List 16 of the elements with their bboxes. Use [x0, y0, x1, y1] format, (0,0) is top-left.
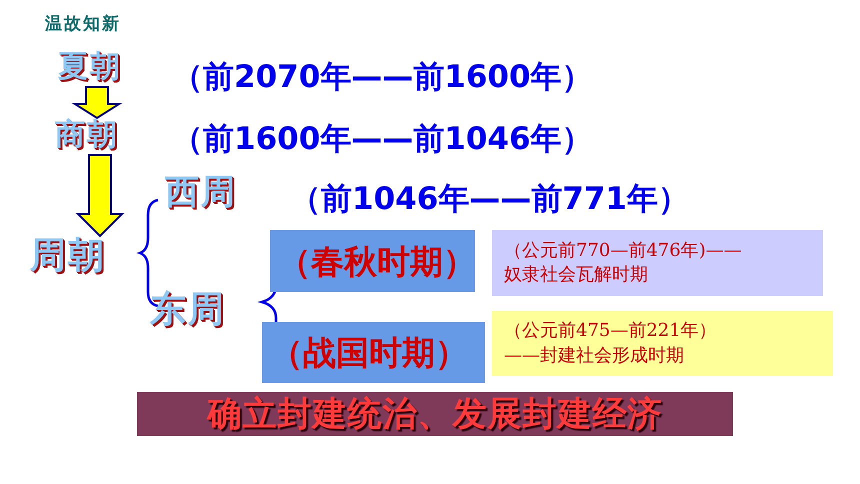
- title: 温故知新: [45, 13, 121, 35]
- dynasty-label: 西周: [165, 175, 265, 213]
- dynasty-label: 夏朝: [58, 52, 150, 86]
- dynasty-label: 商朝: [55, 120, 143, 154]
- block-arrow: [72, 86, 122, 120]
- period-box: （春秋时期）: [270, 230, 475, 292]
- info-box: （公元前475—前221年） ——封建社会形成时期: [492, 311, 833, 376]
- dynasty-label: 周朝: [30, 238, 138, 276]
- dynasty-label: 东周: [150, 292, 258, 332]
- date-range: （前2070年——前1600年）: [172, 62, 593, 93]
- info-box: （公元前770—前476年)——奴隶社会瓦解时期: [492, 230, 823, 296]
- date-range: （前1600年——前1046年）: [172, 124, 593, 155]
- block-arrow: [76, 154, 124, 238]
- period-box: （战国时期）: [262, 322, 485, 383]
- date-range: （前1046年——前771年）: [290, 184, 689, 215]
- summary-banner: 确立封建统治、发展封建经济: [137, 392, 733, 436]
